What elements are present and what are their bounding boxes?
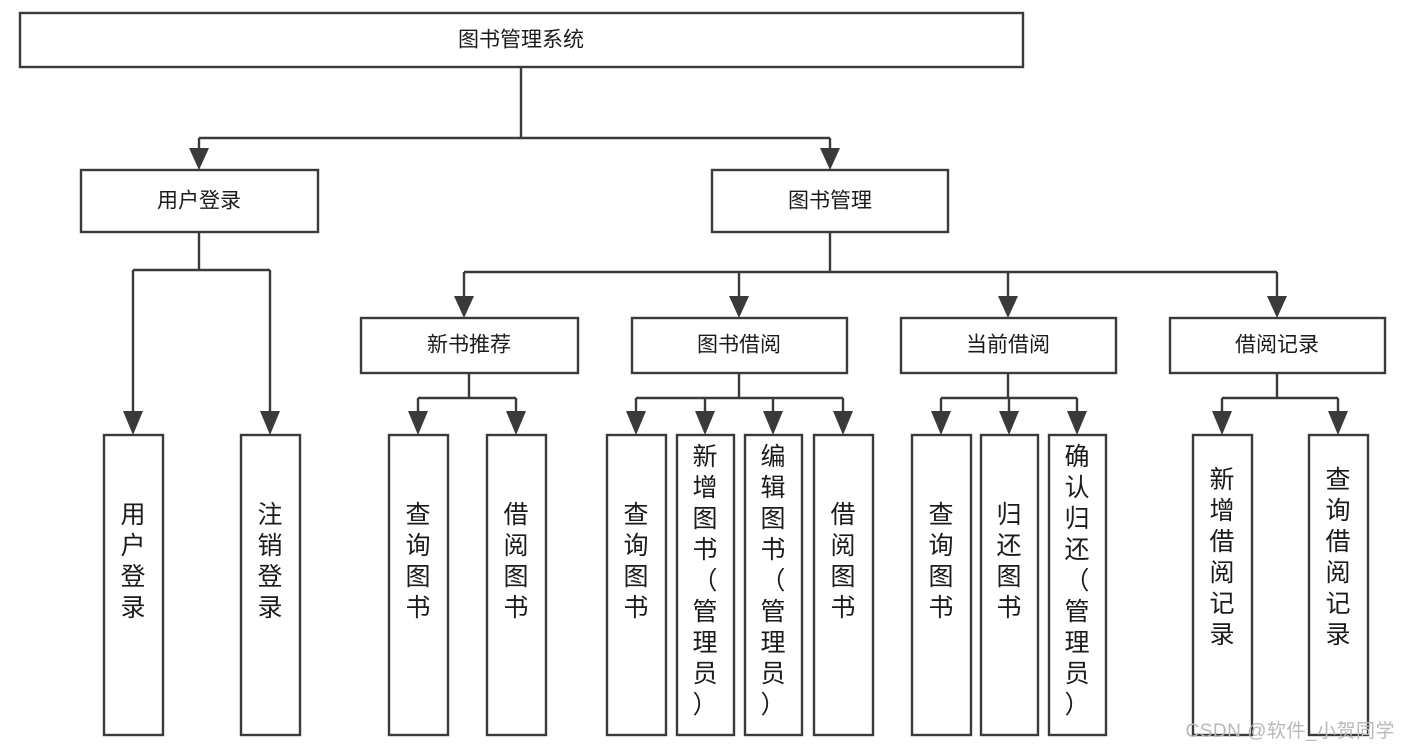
node-bookmgmt-box[interactable] [710,168,950,234]
arrow-borrow-to-l5 [626,411,646,435]
node-newrec-box[interactable] [359,316,580,375]
arrow-current-to-l10 [999,411,1019,435]
node-l11-box[interactable] [1047,433,1108,737]
node-records-label: 借阅记录 [1235,334,1319,357]
node-l1-label: 用户登录 [120,501,145,622]
arrow-bookmgmt-to-current [998,296,1018,318]
node-l11[interactable]: 确认归还（管理员） [1047,433,1108,737]
arrow-login-to-l2 [260,411,280,435]
node-newrec-label: 新书推荐 [427,334,511,357]
node-l3[interactable]: 查询图书 [387,433,450,737]
node-l3-label: 查询图书 [405,501,430,622]
node-root[interactable]: 图书管理系统 [18,11,1025,69]
node-l7-label: 编辑图书（管理员） [760,443,785,719]
arrow-borrow-to-l7 [763,411,783,435]
node-records-box[interactable] [1168,316,1387,375]
csdn-watermark: CSDN @软件_小贺同学 [1185,721,1395,742]
arrow-borrow-to-l6 [695,411,715,435]
arrow-records-to-l12 [1212,411,1232,435]
node-current-label: 当前借阅 [966,334,1050,357]
node-l2[interactable]: 注销登录 [239,433,302,737]
node-l2-box[interactable] [239,433,302,737]
node-l1-box[interactable] [102,433,165,737]
node-borrow-box[interactable] [630,316,849,375]
node-l9[interactable]: 查询图书 [910,433,973,737]
node-l3-box[interactable] [387,433,450,737]
node-login[interactable]: 用户登录 [79,168,320,234]
arrow-records-to-l13 [1328,411,1348,435]
node-l8-box[interactable] [812,433,875,737]
arrow-current-to-l11 [1067,411,1087,435]
node-l12[interactable]: 新增借阅记录 [1191,433,1254,737]
node-l5[interactable]: 查询图书 [605,433,668,737]
node-l8-label: 借阅图书 [830,501,855,622]
arrow-bookmgmt-to-newrec [454,296,474,318]
arrow-bookmgmt-to-borrow [729,296,749,318]
node-l5-box[interactable] [605,433,668,737]
node-login-label: 用户登录 [157,190,241,213]
arrow-current-to-l9 [931,411,951,435]
node-l4-box[interactable] [485,433,548,737]
node-l9-box[interactable] [910,433,973,737]
node-l13-label: 查询借阅记录 [1325,466,1350,649]
node-l12-label: 新增借阅记录 [1209,466,1234,649]
node-l6-label: 新增图书（管理员） [692,443,717,719]
node-newrec[interactable]: 新书推荐 [359,316,580,375]
node-l10[interactable]: 归还图书 [979,433,1040,737]
node-l4-label: 借阅图书 [503,501,528,622]
node-l11-label: 确认归还（管理员） [1064,443,1089,719]
node-l5-label: 查询图书 [623,501,648,622]
arrow-newrec-to-l3 [408,411,428,435]
node-bookmgmt[interactable]: 图书管理 [710,168,950,234]
node-l10-box[interactable] [979,433,1040,737]
arrow-login-to-l1 [123,411,143,435]
node-current[interactable]: 当前借阅 [899,316,1118,375]
node-l13-box[interactable] [1307,433,1370,737]
node-l4[interactable]: 借阅图书 [485,433,548,737]
node-l6[interactable]: 新增图书（管理员） [675,433,736,737]
node-borrow[interactable]: 图书借阅 [630,316,849,375]
node-records[interactable]: 借阅记录 [1168,316,1387,375]
connector-layer [123,67,1348,435]
arrow-root-to-login [189,148,209,170]
arrow-newrec-to-l4 [506,411,526,435]
node-l7-box[interactable] [743,433,804,737]
node-l10-label: 归还图书 [996,501,1021,622]
node-root-label: 图书管理系统 [458,29,584,52]
node-l9-label: 查询图书 [928,501,953,622]
node-l6-box[interactable] [675,433,736,737]
node-borrow-label: 图书借阅 [697,334,781,357]
node-l12-box[interactable] [1191,433,1254,737]
arrow-bookmgmt-to-records [1267,296,1287,318]
node-root-box[interactable] [18,11,1025,69]
node-current-box[interactable] [899,316,1118,375]
node-l2-label: 注销登录 [257,501,282,622]
node-l7[interactable]: 编辑图书（管理员） [743,433,804,737]
node-bookmgmt-label: 图书管理 [788,190,872,213]
node-login-box[interactable] [79,168,320,234]
arrow-borrow-to-l8 [833,411,853,435]
node-l8[interactable]: 借阅图书 [812,433,875,737]
node-l13[interactable]: 查询借阅记录 [1307,433,1370,737]
node-l1[interactable]: 用户登录 [102,433,165,737]
arrow-root-to-bookmgmt [820,148,840,170]
